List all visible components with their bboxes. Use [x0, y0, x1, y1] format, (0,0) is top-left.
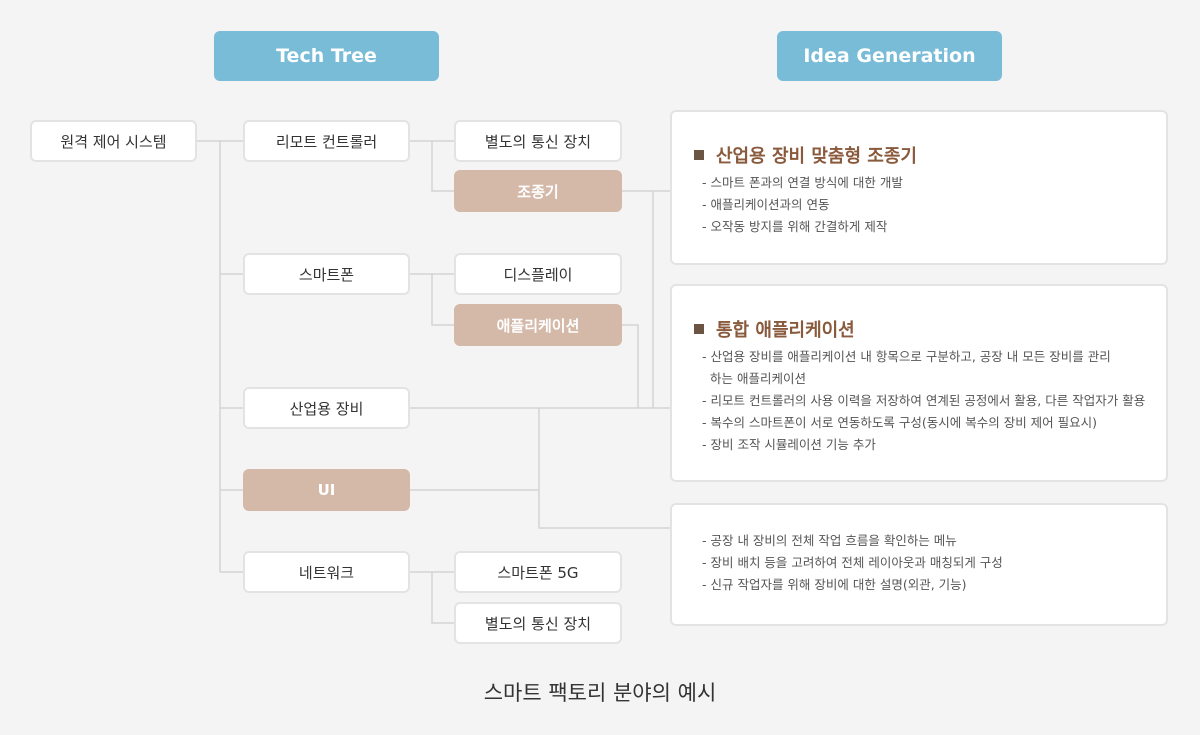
- node-smartphone: 스마트폰: [243, 253, 410, 295]
- connector-root: [197, 140, 221, 572]
- node-root: 원격 제어 시스템: [30, 120, 197, 162]
- node-controller: 조종기: [454, 170, 622, 212]
- idea-item: - 복수의 스마트폰이 서로 연동하도록 구성(동시에 복수의 장비 제어 필요…: [702, 415, 1098, 430]
- idea-panel-application: 통합 애플리케이션 - 산업용 장비를 애플리케이션 내 항목으로 구분하고, …: [670, 284, 1168, 482]
- node-application: 애플리케이션: [454, 304, 622, 346]
- node-industrial-equipment: 산업용 장비: [243, 387, 410, 429]
- connector-application: [622, 324, 639, 408]
- idea-generation-header: Idea Generation: [777, 31, 1002, 81]
- connector-smartphone-children: [410, 273, 454, 326]
- idea-item: - 장비 배치 등을 고려하여 전체 레이아웃과 매칭되게 구성: [702, 555, 1003, 570]
- idea-list: - 산업용 장비를 애플리케이션 내 항목으로 구분하고, 공장 내 모든 장비…: [702, 346, 1156, 456]
- bullet-square-icon: [694, 324, 704, 334]
- node-separate-comm-2: 별도의 통신 장치: [454, 602, 622, 644]
- idea-item: - 애플리케이션과의 연동: [702, 197, 830, 212]
- idea-list: - 스마트 폰과의 연결 방식에 대한 개발 - 애플리케이션과의 연동 - 오…: [702, 172, 1156, 238]
- bullet-square-icon: [694, 150, 704, 160]
- tech-tree-header: Tech Tree: [214, 31, 439, 81]
- idea-item: - 리모트 컨트롤러의 사용 이력을 저장하여 연계된 공정에서 활용, 다른 …: [702, 393, 1146, 408]
- node-network: 네트워크: [243, 551, 410, 593]
- idea-panel-ui: - 공장 내 장비의 전체 작업 흐름을 확인하는 메뉴 - 장비 배치 등을 …: [670, 503, 1168, 626]
- node-ui: UI: [243, 469, 410, 511]
- idea-item: - 오작동 방지를 위해 간결하게 제작: [702, 219, 888, 234]
- node-separate-comm-1: 별도의 통신 장치: [454, 120, 622, 162]
- idea-item: - 공장 내 장비의 전체 작업 흐름을 확인하는 메뉴: [702, 533, 957, 548]
- idea-item: - 신규 작업자를 위해 장비에 대한 설명(외관, 기능): [702, 577, 967, 592]
- idea-title: 통합 애플리케이션: [694, 316, 855, 342]
- node-remote-controller: 리모트 컨트롤러: [243, 120, 410, 162]
- idea-item: 하는 애플리케이션: [710, 371, 806, 386]
- node-display: 디스플레이: [454, 253, 622, 295]
- idea-item: - 스마트 폰과의 연결 방식에 대한 개발: [702, 175, 903, 190]
- diagram-caption: 스마트 팩토리 분야의 예시: [483, 681, 717, 705]
- connector-remote-children: [410, 140, 454, 192]
- node-smartphone-5g: 스마트폰 5G: [454, 551, 622, 593]
- connector-ui-idea: [410, 408, 670, 529]
- idea-title: 산업용 장비 맞춤형 조종기: [694, 142, 917, 168]
- connector-network-children: [410, 571, 454, 624]
- idea-list: - 공장 내 장비의 전체 작업 흐름을 확인하는 메뉴 - 장비 배치 등을 …: [702, 530, 1156, 596]
- idea-item: - 산업용 장비를 애플리케이션 내 항목으로 구분하고, 공장 내 모든 장비…: [702, 349, 1111, 364]
- idea-item: - 장비 조작 시뮬레이션 기능 추가: [702, 437, 876, 452]
- idea-panel-controller: 산업용 장비 맞춤형 조종기 - 스마트 폰과의 연결 방식에 대한 개발 - …: [670, 110, 1168, 265]
